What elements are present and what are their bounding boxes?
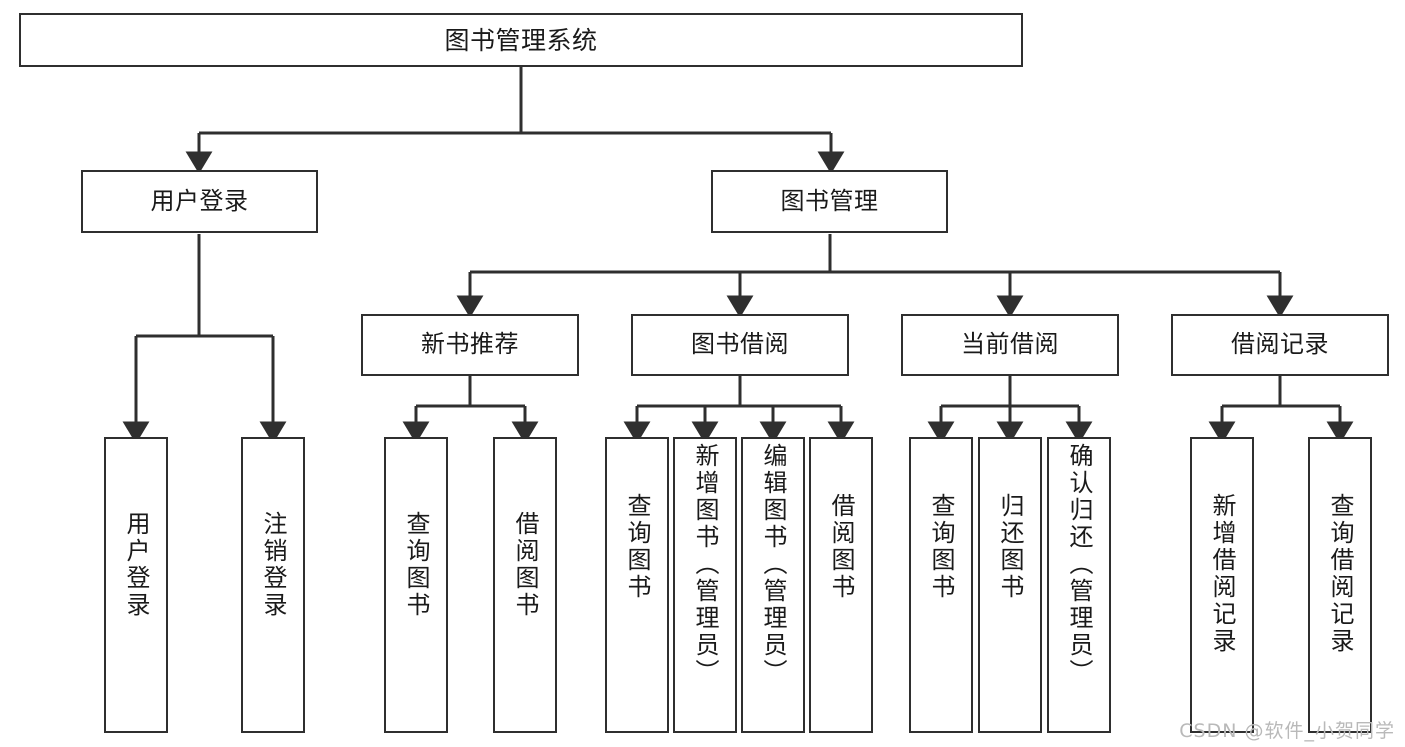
leaf-borrow-book-borrow[interactable]: 借阅图书 bbox=[809, 437, 873, 733]
node-label: 图书借阅 bbox=[691, 330, 789, 359]
node-label: 当前借阅 bbox=[961, 330, 1059, 359]
leaf-add-borrow-record[interactable]: 新增借阅记录 bbox=[1190, 437, 1254, 733]
leaf-edit-book[interactable]: 编辑图书（管理员） bbox=[741, 437, 805, 733]
node-new-book-recommend[interactable]: 新书推荐 bbox=[361, 314, 579, 376]
node-label: 查询图书 bbox=[623, 493, 651, 601]
node-label: 用户登录 bbox=[150, 186, 249, 215]
node-label: 编辑图书（管理员） bbox=[759, 443, 787, 686]
node-label: 用户登录 bbox=[122, 511, 150, 619]
node-label: 新书推荐 bbox=[421, 330, 519, 359]
leaf-logout-login[interactable]: 注销登录 bbox=[241, 437, 305, 733]
node-label: 查询图书 bbox=[927, 493, 955, 601]
node-label: 新增图书（管理员） bbox=[691, 443, 719, 686]
node-label: 归还图书 bbox=[996, 493, 1024, 601]
leaf-query-book-borrow[interactable]: 查询图书 bbox=[605, 437, 669, 733]
leaf-confirm-return[interactable]: 确认归还（管理员） bbox=[1047, 437, 1111, 733]
node-book-borrow[interactable]: 图书借阅 bbox=[631, 314, 849, 376]
node-book-manage[interactable]: 图书管理 bbox=[711, 170, 948, 233]
node-user-login[interactable]: 用户登录 bbox=[81, 170, 318, 233]
node-label: 注销登录 bbox=[259, 511, 287, 619]
leaf-user-login[interactable]: 用户登录 bbox=[104, 437, 168, 733]
watermark-text: CSDN @软件_小贺同学 bbox=[1179, 720, 1395, 742]
node-label: 确认归还（管理员） bbox=[1065, 443, 1093, 686]
node-label: 借阅图书 bbox=[511, 511, 539, 619]
node-label: 借阅图书 bbox=[827, 493, 855, 601]
leaf-query-book-recommend[interactable]: 查询图书 bbox=[384, 437, 448, 733]
node-label: 新增借阅记录 bbox=[1208, 493, 1236, 655]
node-label: 图书管理 bbox=[780, 186, 879, 215]
node-root-system[interactable]: 图书管理系统 bbox=[19, 13, 1023, 67]
leaf-add-book[interactable]: 新增图书（管理员） bbox=[673, 437, 737, 733]
node-borrow-record[interactable]: 借阅记录 bbox=[1171, 314, 1389, 376]
node-current-borrow[interactable]: 当前借阅 bbox=[901, 314, 1119, 376]
leaf-query-borrow-record[interactable]: 查询借阅记录 bbox=[1308, 437, 1372, 733]
node-label: 借阅记录 bbox=[1231, 330, 1329, 359]
leaf-query-book-current[interactable]: 查询图书 bbox=[909, 437, 973, 733]
node-label: 查询借阅记录 bbox=[1326, 493, 1354, 655]
node-label: 图书管理系统 bbox=[444, 25, 598, 55]
leaf-return-book[interactable]: 归还图书 bbox=[978, 437, 1042, 733]
node-label: 查询图书 bbox=[402, 511, 430, 619]
leaf-borrow-book-recommend[interactable]: 借阅图书 bbox=[493, 437, 557, 733]
